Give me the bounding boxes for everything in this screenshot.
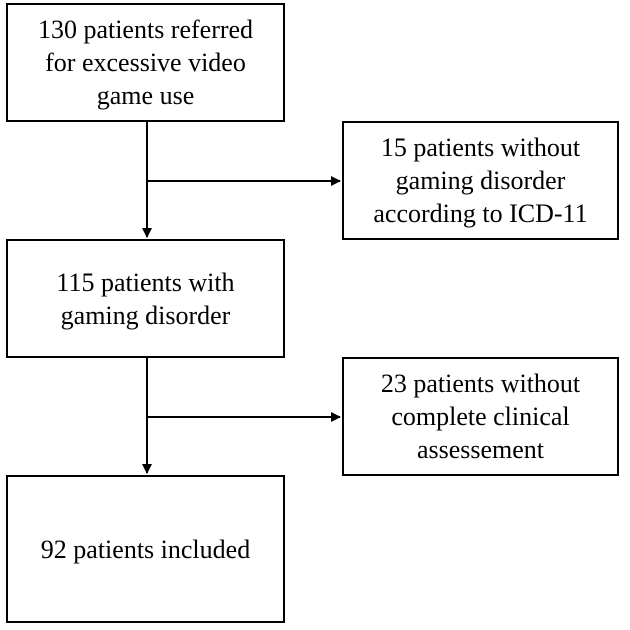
excluded-no-disorder-line-2: gaming disorder	[395, 166, 566, 195]
excluded-incomplete-line-3: assessement	[416, 435, 545, 464]
gaming-disorder-box: 115 patients with gaming disorder	[6, 239, 285, 358]
included-line-1: 92 patients included	[40, 534, 251, 564]
gaming-disorder-line-2: gaming disorder	[60, 300, 231, 330]
referred-line-1: 130 patients referred	[37, 15, 254, 44]
included-patients-box: 92 patients included	[6, 475, 285, 623]
excluded-incomplete-assessment-box: 23 patients without complete clinical as…	[342, 357, 619, 476]
excluded-no-disorder-box: 15 patients without gaming disorder acco…	[342, 121, 619, 240]
gaming-disorder-line-1: 115 patients with	[56, 267, 235, 297]
referred-line-2: for excessive video	[45, 48, 246, 77]
excluded-incomplete-line-2: complete clinical	[391, 402, 570, 431]
excluded-no-disorder-line-1: 15 patients without	[380, 133, 581, 162]
excluded-incomplete-line-1: 23 patients without	[380, 369, 581, 398]
referred-line-3: game use	[96, 81, 195, 110]
excluded-no-disorder-line-3: according to ICD-11	[373, 199, 588, 228]
referred-patients-box: 130 patients referred for excessive vide…	[6, 3, 285, 122]
